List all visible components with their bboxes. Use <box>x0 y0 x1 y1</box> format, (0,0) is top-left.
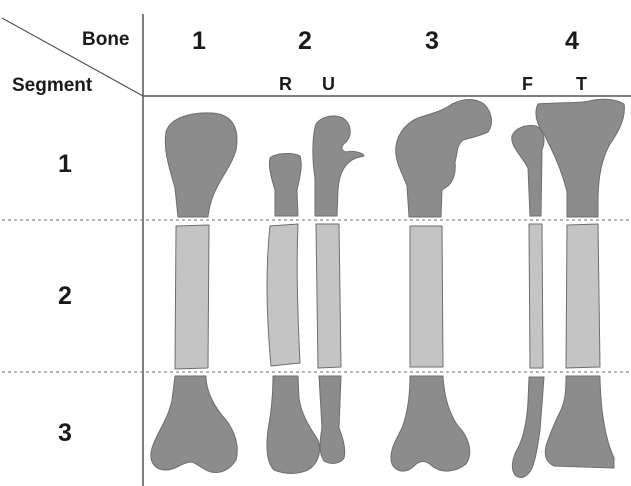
tibia-diaphysis-segment <box>566 224 600 368</box>
humerus-proximal-segment <box>165 113 237 217</box>
ulna-diaphysis-segment <box>316 224 341 368</box>
radius-distal-segment <box>267 376 320 473</box>
radius-proximal-segment <box>269 154 301 216</box>
humerus-distal-segment <box>151 376 237 473</box>
femur-proximal-segment <box>396 99 492 217</box>
fibula-diaphysis-segment <box>529 224 543 368</box>
radius-diaphysis-segment <box>267 224 300 366</box>
femur-diaphysis-segment <box>410 226 443 367</box>
fibula-distal-segment <box>512 377 544 478</box>
ulna-distal-segment <box>319 376 345 463</box>
tibia-proximal-segment <box>536 99 624 217</box>
humerus-diaphysis-segment <box>175 225 209 369</box>
ulna-proximal-segment <box>313 116 364 216</box>
femur-distal-segment <box>391 376 470 471</box>
corner-diagonal-line <box>2 18 143 96</box>
tibia-distal-segment <box>545 376 614 468</box>
fibula-proximal-segment <box>512 125 544 216</box>
